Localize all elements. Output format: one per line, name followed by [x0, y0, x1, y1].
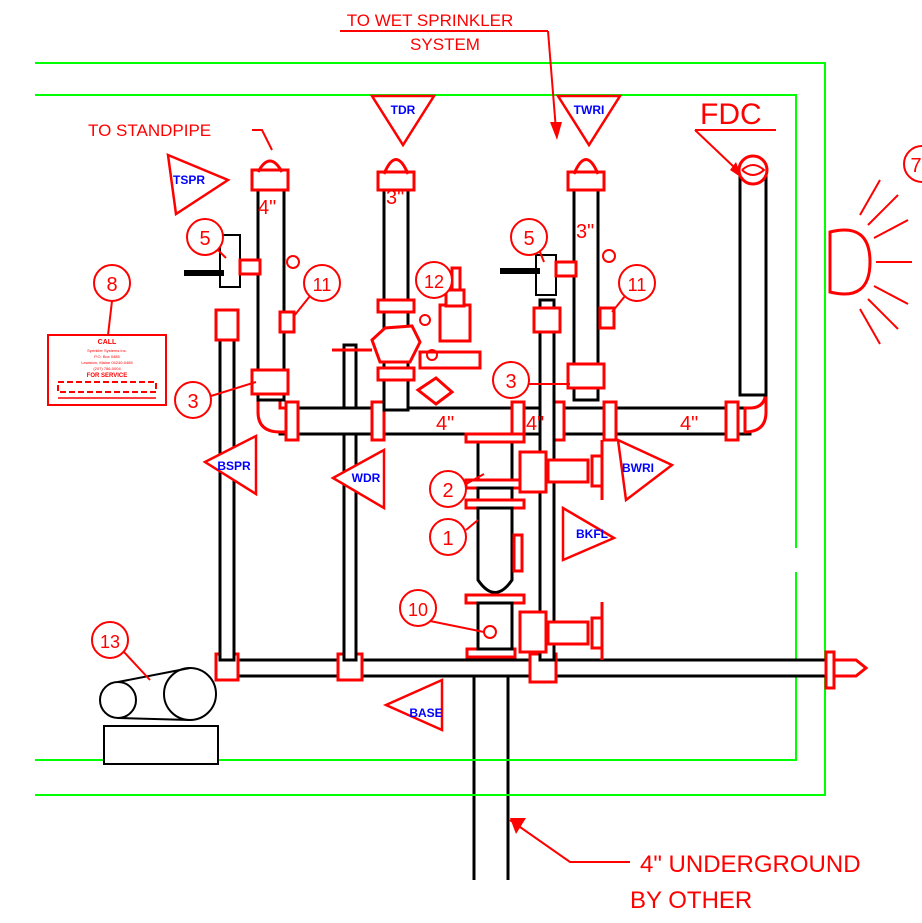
flag-bspr: BSPR	[202, 433, 258, 497]
alarm-valve	[464, 432, 604, 660]
svg-text:5: 5	[199, 228, 210, 250]
callout-3-right: 3	[492, 361, 570, 399]
underground-label: 4" UNDERGROUND BY OTHER	[509, 818, 861, 914]
svg-text:3": 3"	[386, 187, 404, 209]
callout-3-left: 3	[174, 381, 257, 419]
svg-text:8: 8	[106, 274, 117, 296]
svg-text:BWRI: BWRI	[622, 461, 654, 475]
svg-text:4": 4"	[526, 413, 544, 435]
trim-assembly	[332, 266, 482, 406]
air-compressor	[99, 667, 219, 765]
svg-text:TSPR: TSPR	[173, 173, 205, 187]
svg-text:TDR: TDR	[391, 103, 416, 117]
service-sign: CALL Sprinkler Systems Inc. P.O. Box 048…	[47, 334, 167, 406]
control-valve-right	[500, 249, 616, 296]
callout-5-left: 5	[186, 218, 227, 259]
risers	[250, 154, 769, 662]
svg-text:11: 11	[313, 275, 332, 295]
svg-text:FDC: FDC	[700, 98, 762, 131]
sign-line1: P.O. Box 0485	[94, 354, 120, 359]
flag-base: BASE	[382, 678, 444, 732]
svg-text:SYSTEM: SYSTEM	[410, 35, 480, 54]
callout-11-right: 11	[611, 264, 656, 313]
callout-13: 13	[91, 621, 151, 681]
flag-twri: TWRI	[555, 94, 623, 148]
svg-text:4": 4"	[258, 197, 276, 219]
svg-text:4" UNDERGROUND: 4" UNDERGROUND	[640, 851, 861, 878]
callout-7: 7	[903, 145, 922, 183]
fdc-label: FDC	[694, 98, 776, 178]
svg-text:3: 3	[187, 391, 198, 413]
flag-wdr: WDR	[330, 447, 386, 511]
svg-text:3": 3"	[576, 221, 594, 243]
pipe-size-labels: 4" 3" 3" 4" 4" 4"	[258, 187, 698, 435]
svg-text:BY OTHER: BY OTHER	[630, 887, 752, 914]
callout-5-right: 5	[510, 218, 548, 263]
svg-text:12: 12	[424, 272, 444, 292]
svg-text:3: 3	[505, 371, 516, 393]
svg-text:7: 7	[910, 155, 921, 177]
main-header	[256, 388, 768, 442]
svg-text:1: 1	[442, 528, 453, 550]
svg-text:11: 11	[628, 275, 647, 295]
callout-12: 12	[415, 261, 453, 299]
svg-text:4": 4"	[436, 413, 454, 435]
flag-tdr: TDR	[369, 94, 437, 148]
control-valve-left	[184, 234, 300, 288]
svg-text:TO WET SPRINKLER: TO WET SPRINKLER	[347, 11, 514, 30]
svg-text:10: 10	[408, 600, 428, 620]
sign-line2: Lewiston, Maine 04240-0485	[81, 360, 133, 365]
flag-bwri: BWRI	[616, 437, 675, 503]
room-walls	[35, 62, 826, 796]
svg-text:TWRI: TWRI	[574, 103, 605, 117]
underground-pipe	[470, 660, 513, 880]
callout-8: 8	[93, 264, 131, 336]
wet-sprinkler-label: TO WET SPRINKLER SYSTEM	[340, 11, 562, 140]
sign-title: CALL	[98, 339, 117, 346]
sign-footer: FOR SERVICE	[87, 373, 128, 379]
flow-switches	[278, 306, 616, 334]
svg-text:WDR: WDR	[352, 471, 381, 485]
sign-company: Sprinkler Systems Inc.	[87, 348, 127, 353]
left-drains	[214, 308, 358, 662]
callout-2: 2	[429, 470, 485, 508]
standpipe-label: TO STANDPIPE	[88, 121, 273, 151]
svg-text:BSPR: BSPR	[217, 459, 251, 473]
callout-1: 1	[429, 518, 479, 556]
callout-10: 10	[399, 589, 485, 633]
flag-tspr: TSPR	[166, 153, 231, 217]
svg-text:TO STANDPIPE: TO STANDPIPE	[88, 121, 211, 140]
svg-text:BASE: BASE	[409, 706, 442, 720]
flag-bkfl: BKFL	[561, 505, 617, 562]
sign-line3: (207) 786-0004	[93, 366, 121, 371]
svg-text:13: 13	[100, 632, 120, 652]
alarm-bell	[828, 179, 912, 345]
svg-text:BKFL: BKFL	[576, 527, 608, 541]
callout-11-left: 11	[293, 264, 341, 317]
svg-text:2: 2	[442, 480, 453, 502]
svg-text:5: 5	[523, 228, 534, 250]
svg-text:4": 4"	[680, 413, 698, 435]
